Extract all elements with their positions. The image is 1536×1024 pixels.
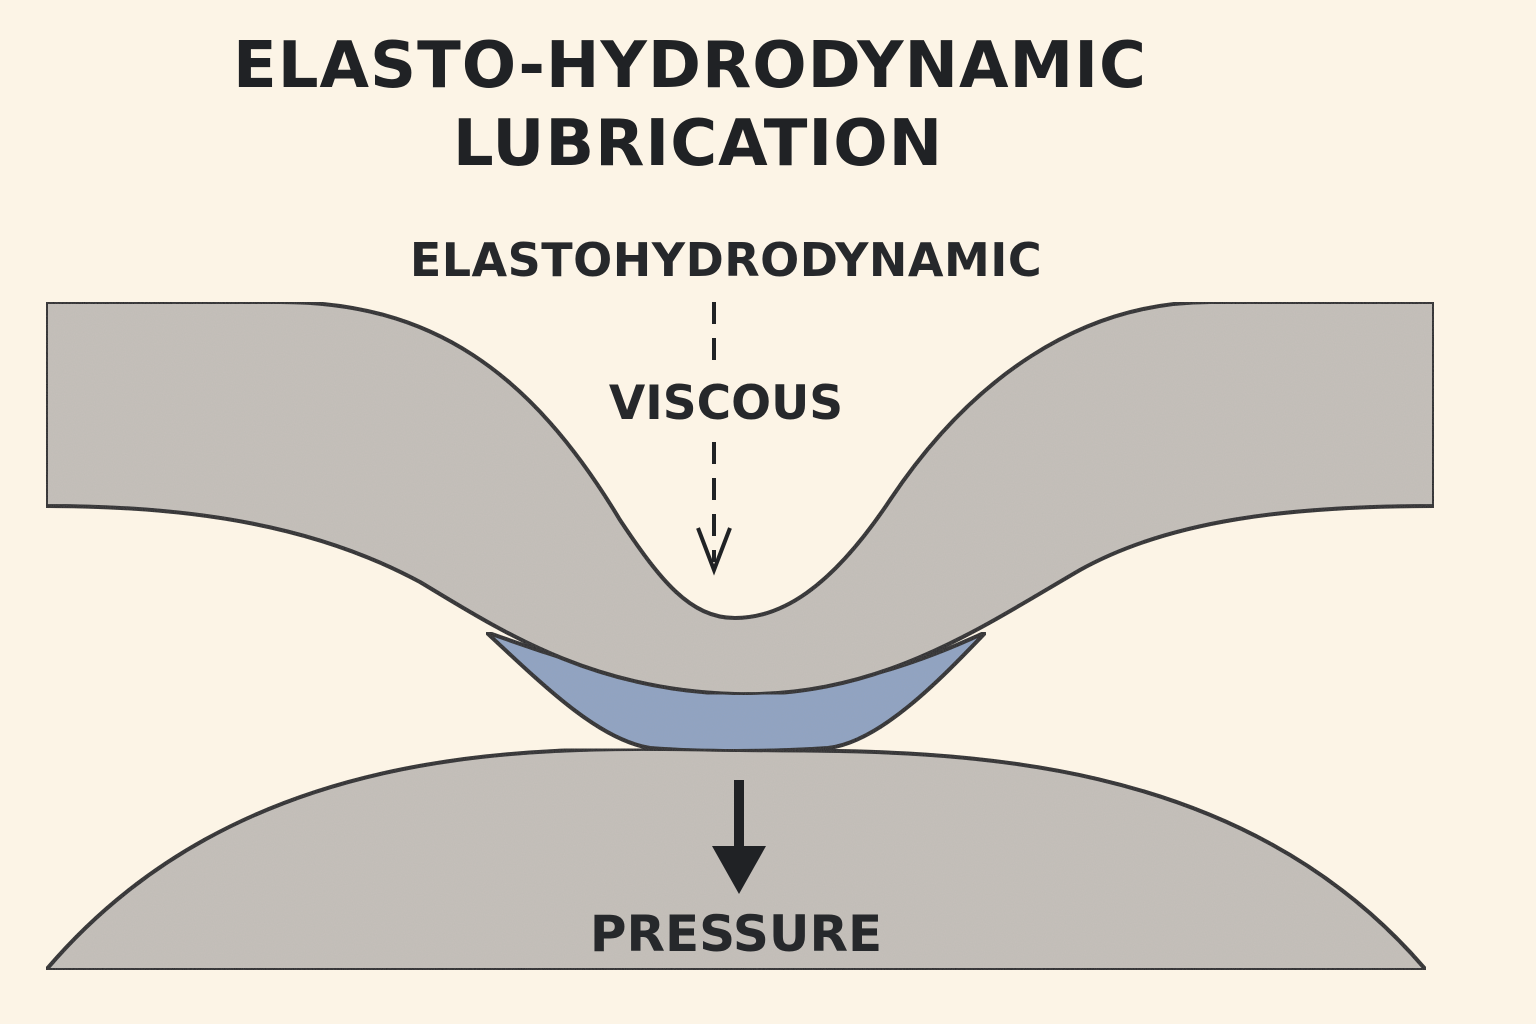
viscous-label: VISCOUS — [608, 376, 844, 431]
diagram-title-line-1: ELASTO-HYDRODYNAMIC — [232, 29, 1148, 103]
pressure-label: PRESSURE — [589, 905, 883, 963]
diagram-title-line-2: LUBRICATION — [452, 107, 944, 181]
viscous-arrow-head — [696, 527, 732, 576]
pressure-arrow-head — [712, 846, 766, 894]
upper-body — [44, 300, 1436, 697]
elastohydrodynamic-label: ELASTOHYDRODYNAMIC — [409, 233, 1043, 287]
